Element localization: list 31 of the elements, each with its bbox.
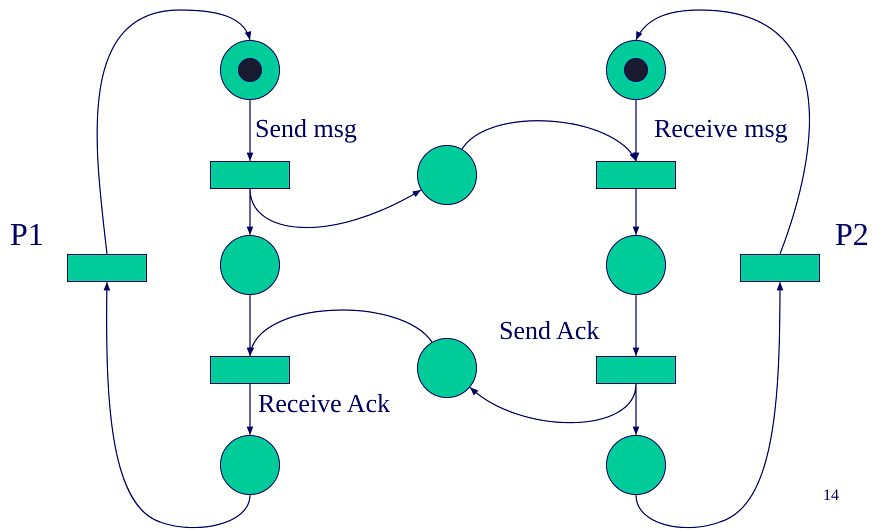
transition-bar xyxy=(596,161,676,189)
arc-arrow xyxy=(249,310,432,356)
arc-arrow xyxy=(462,120,636,162)
transition-label: Send msg xyxy=(255,116,357,142)
arc-arrow xyxy=(246,384,254,435)
process-label: P1 xyxy=(10,218,44,250)
page-number: 14 xyxy=(823,488,839,504)
arc-arrow xyxy=(635,9,810,254)
transition-bar xyxy=(67,254,147,282)
arc-arrow xyxy=(246,295,254,356)
transition-bar xyxy=(210,161,290,189)
arc-arrow xyxy=(104,282,251,528)
transition-bar xyxy=(210,356,290,384)
arc-arrow xyxy=(470,384,637,424)
arc-arrow xyxy=(249,188,422,228)
arc-arrow xyxy=(96,9,251,254)
arc-arrow xyxy=(632,100,640,161)
arc-arrow xyxy=(632,189,640,235)
process-label: P2 xyxy=(835,218,869,250)
transition-bar xyxy=(596,356,676,384)
transition-label: Receive Ack xyxy=(258,391,390,417)
token-dot xyxy=(238,58,262,82)
transition-label: Send Ack xyxy=(499,318,600,344)
place-circle xyxy=(417,338,477,398)
transition-bar xyxy=(740,254,820,282)
arc-arrow xyxy=(632,295,640,356)
arc-arrow xyxy=(246,100,254,161)
token-dot xyxy=(624,58,648,82)
transition-label: Receive msg xyxy=(654,116,788,142)
arc-arrow xyxy=(635,282,784,528)
arc-arrow xyxy=(632,384,640,435)
